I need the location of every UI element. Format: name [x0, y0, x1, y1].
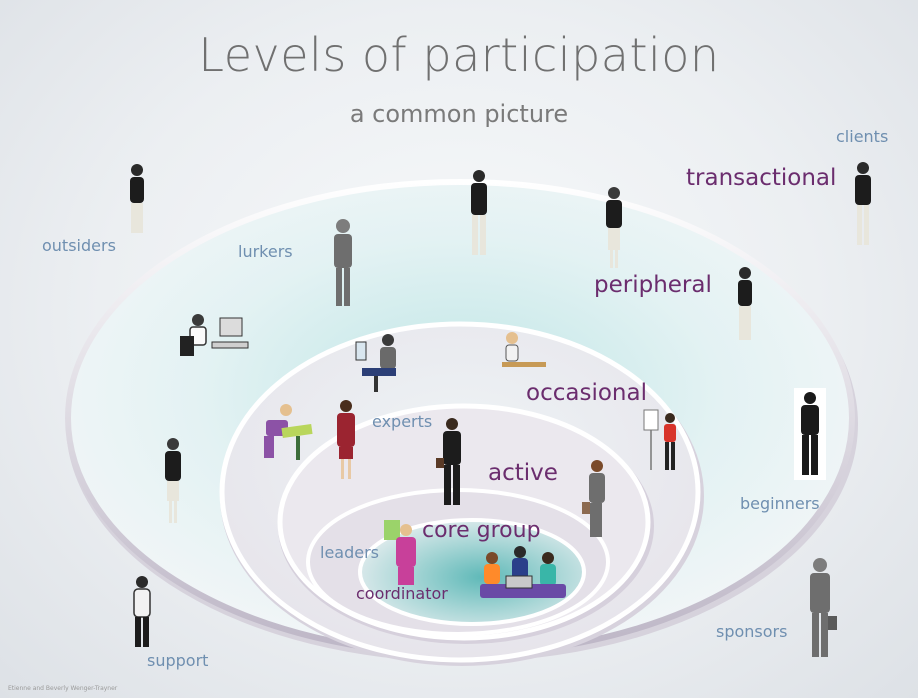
label-leaders: leaders: [320, 543, 380, 562]
person-side-woman-icon: [165, 438, 181, 523]
diagram-title: Levels of participation: [198, 28, 720, 82]
person-occasional-worker-icon: [502, 332, 546, 367]
person-computer-user-icon: [180, 314, 249, 356]
person-support-icon: [133, 576, 151, 647]
label-outsiders: outsiders: [42, 236, 116, 255]
person-leader-icon: [384, 520, 416, 585]
label-experts: experts: [372, 412, 433, 431]
label-occasional: occasional: [526, 380, 647, 406]
diagram-subtitle: a common picture: [349, 100, 569, 128]
label-beginners: beginners: [740, 494, 820, 513]
person-sponsor-icon: [810, 558, 837, 657]
label-transactional: transactional: [686, 165, 837, 191]
person-presenter-icon: [643, 409, 676, 470]
person-active-man-icon: [436, 418, 461, 505]
person-drafting-icon: [264, 404, 313, 460]
person-client-icon: [855, 162, 871, 245]
person-core-team-icon: [480, 546, 566, 598]
label-peripheral: peripheral: [594, 272, 712, 298]
person-expert-desk-icon: [355, 334, 396, 392]
person-beginner-icon: [794, 388, 826, 480]
person-outsider-icon: [130, 164, 144, 233]
label-core-group: core group: [422, 518, 541, 543]
label-sponsors: sponsors: [716, 622, 788, 641]
label-support: support: [147, 651, 209, 670]
person-peripheral-woman-icon: [606, 187, 622, 268]
label-lurkers: lurkers: [238, 242, 293, 261]
person-peripheral-icon: [471, 170, 487, 255]
person-peripheral-right-icon: [738, 267, 752, 340]
footer-credit: Etienne and Beverly Wenger-Trayner: [8, 685, 118, 692]
person-active-woman-icon: [582, 460, 605, 537]
person-woman-red-icon: [337, 400, 355, 479]
label-clients: clients: [836, 127, 889, 146]
person-lurker-icon: [334, 219, 352, 306]
label-coordinator: coordinator: [356, 584, 448, 603]
label-active: active: [488, 460, 558, 486]
